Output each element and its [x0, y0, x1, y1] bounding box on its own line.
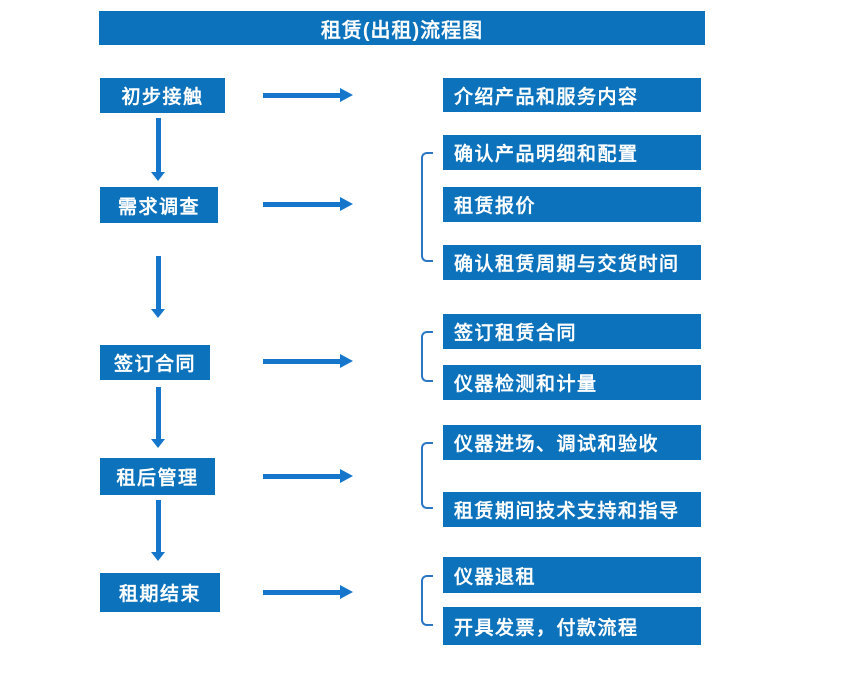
arrow-shaft: [263, 358, 340, 364]
arrow-down-icon: [151, 256, 165, 318]
arrow-head: [151, 172, 165, 181]
step-demand-survey: 需求调查: [100, 187, 218, 223]
arrow-down-icon: [151, 387, 165, 448]
arrow-shaft: [263, 473, 340, 479]
step-initial-contact: 初步接触: [100, 78, 225, 113]
arrow-right-icon: [263, 585, 353, 599]
detail-rental-quotation: 租赁报价: [443, 187, 701, 222]
arrow-head: [340, 197, 353, 211]
arrow-down-icon: [151, 500, 165, 561]
arrow-head: [151, 309, 165, 318]
detail-sign-rental-contract: 签订租赁合同: [443, 314, 701, 349]
step-lease-end: 租期结束: [100, 573, 220, 612]
step-sign-contract: 签订合同: [100, 345, 210, 380]
arrow-right-icon: [263, 469, 353, 483]
flowchart-title: 租赁(出租)流程图: [320, 19, 484, 42]
arrow-shaft: [155, 256, 161, 309]
arrow-shaft: [263, 201, 340, 207]
group-bracket-icon: [421, 152, 433, 262]
arrow-shaft: [155, 387, 161, 439]
arrow-right-icon: [263, 354, 353, 368]
arrow-shaft: [263, 589, 340, 595]
group-bracket-icon: [421, 442, 433, 509]
detail-confirm-rental-period-delivery: 确认租赁周期与交货时间: [443, 245, 701, 280]
arrow-shaft: [155, 118, 161, 172]
arrow-right-icon: [263, 88, 353, 102]
detail-technical-support: 租赁期间技术支持和指导: [443, 492, 701, 527]
arrow-right-icon: [263, 197, 353, 211]
group-bracket-icon: [421, 331, 433, 382]
arrow-down-icon: [151, 118, 165, 181]
arrow-head: [340, 88, 353, 102]
detail-instrument-setup-acceptance: 仪器进场、调试和验收: [443, 425, 701, 460]
step-post-rental-management: 租后管理: [100, 458, 215, 495]
detail-instrument-return: 仪器退租: [443, 557, 701, 593]
arrow-shaft: [155, 500, 161, 552]
detail-invoice-payment: 开具发票，付款流程: [443, 607, 701, 645]
arrow-head: [340, 354, 353, 368]
flowchart-title-bar: 租赁(出租)流程图: [99, 11, 705, 45]
arrow-head: [151, 552, 165, 561]
detail-confirm-product-specs: 确认产品明细和配置: [443, 135, 701, 170]
detail-instrument-testing-metering: 仪器检测和计量: [443, 365, 701, 400]
group-bracket-icon: [421, 575, 433, 626]
arrow-head: [340, 469, 353, 483]
arrow-head: [151, 439, 165, 448]
detail-introduce-products-services: 介绍产品和服务内容: [443, 78, 701, 112]
arrow-head: [340, 585, 353, 599]
arrow-shaft: [263, 92, 340, 98]
